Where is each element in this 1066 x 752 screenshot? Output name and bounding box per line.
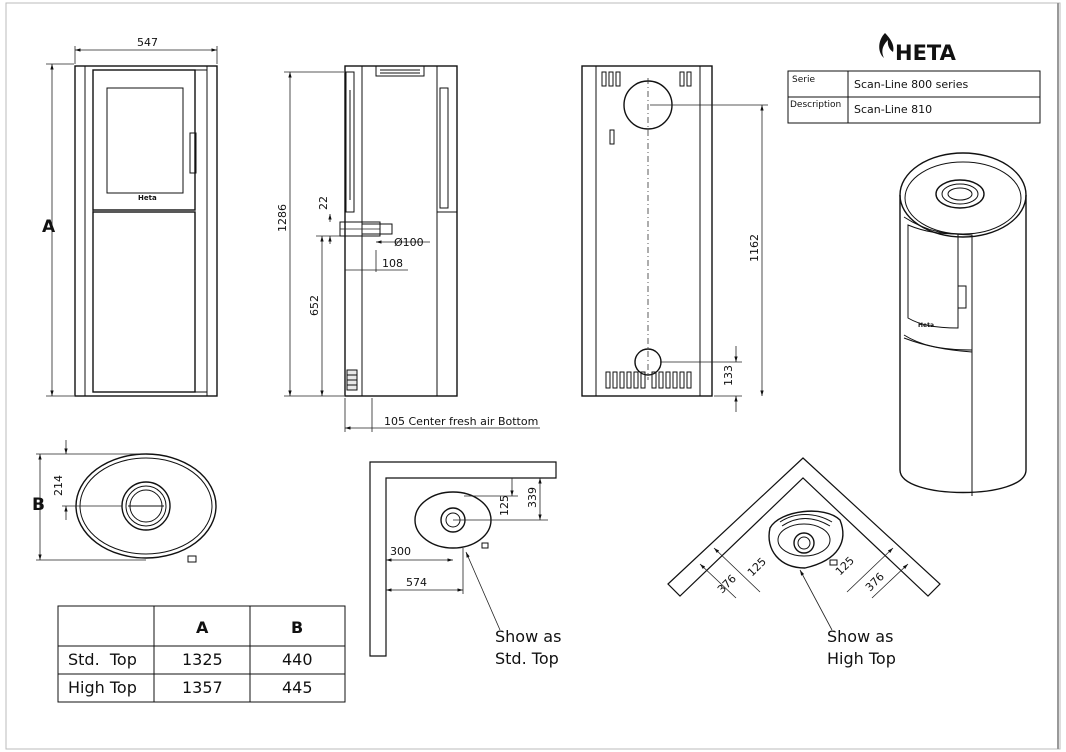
serie-label: Serie	[792, 75, 815, 85]
side-d108: 108	[382, 257, 403, 270]
std-d339: 339	[526, 487, 539, 508]
svg-text:Heta: Heta	[138, 194, 157, 202]
serie-value: Scan-Line 800 series	[854, 78, 968, 91]
table-cell: 1325	[182, 650, 223, 669]
back-d133: 133	[722, 365, 735, 386]
std-d300: 300	[390, 545, 411, 558]
stove-3d-view: Heta	[899, 152, 1027, 496]
dimension-table: A B Std. Top 1325 440 High Top 1357 445	[57, 605, 346, 703]
table-row-label: Std. Top	[68, 650, 137, 669]
sheet-frame	[5, 2, 1061, 750]
side-view: 1286 22 652 Ø100 108 105 Center fresh ai…	[276, 65, 540, 432]
back-view: 1162 133	[581, 65, 768, 412]
description-label: Description	[790, 100, 841, 110]
high-note-line1: Show as	[827, 627, 893, 646]
table-header-a: A	[196, 618, 209, 637]
table-row-label: High Top	[68, 678, 137, 697]
std-d574: 574	[406, 576, 427, 589]
svg-text:Heta: Heta	[918, 322, 934, 329]
front-height-label: A	[42, 217, 56, 237]
description-value: Scan-Line 810	[854, 103, 932, 116]
heta-flame-icon	[879, 33, 894, 58]
table-cell: 440	[282, 650, 313, 669]
high-d125a: 125	[745, 555, 769, 579]
table-cell: 445	[282, 678, 313, 697]
table-cell: 1357	[182, 678, 223, 697]
high-d376a: 376	[715, 572, 739, 596]
table-header-b: B	[291, 618, 303, 637]
top-d214: 214	[52, 475, 65, 496]
title-block: HETA Serie Scan-Line 800 series Descript…	[787, 33, 1041, 124]
side-pipe-dim: Ø100	[394, 236, 424, 249]
top-view: B 214	[32, 440, 217, 563]
high-note-line2: High Top	[827, 649, 896, 668]
front-width-dim: 547	[137, 36, 158, 49]
side-d652: 652	[308, 295, 321, 316]
std-top-corner-layout: 339 125 300 574 Show as Std. Top	[369, 461, 561, 668]
back-height-dim: 1162	[748, 234, 761, 262]
high-top-corner-layout: 125 376 125 376 Show as High Top	[667, 457, 941, 668]
side-d22: 22	[317, 196, 330, 210]
side-fresh-air-note: 105 Center fresh air Bottom	[384, 415, 538, 428]
brand-logo: HETA	[895, 41, 957, 65]
std-d125: 125	[498, 495, 511, 516]
std-note-line2: Std. Top	[495, 649, 559, 668]
high-d125b: 125	[833, 554, 857, 578]
front-view: Heta 547 A	[42, 36, 218, 397]
std-note-line1: Show as	[495, 627, 561, 646]
top-depth-label: B	[32, 495, 45, 515]
side-height-dim: 1286	[276, 204, 289, 232]
